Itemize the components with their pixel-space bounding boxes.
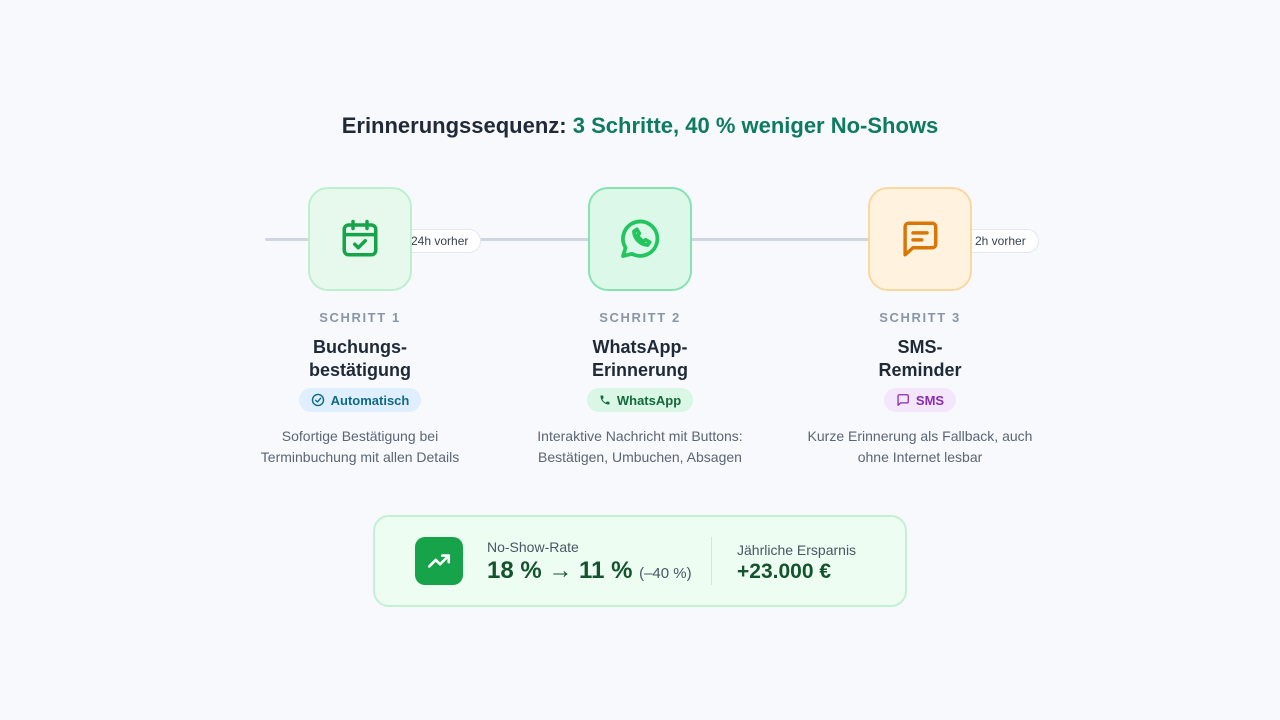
savings-value: +23.000 € bbox=[737, 560, 832, 583]
step-3-badge-label: SMS bbox=[915, 392, 945, 408]
page-title-prefix: Erinnerungssequenz: bbox=[341, 113, 567, 138]
no-show-rate-label: No-Show-Rate bbox=[487, 539, 579, 555]
step-2-title-line1: WhatsApp- bbox=[592, 337, 688, 357]
summary-icon-box bbox=[415, 537, 463, 585]
step-2-icon-box bbox=[588, 187, 692, 291]
step-1-label: SCHRITT 1 bbox=[319, 310, 401, 325]
step-2-label: SCHRITT 2 bbox=[599, 310, 681, 325]
step-3: SCHRITT 3 SMS- Reminder SMS Kurze Erinne… bbox=[780, 310, 1060, 468]
step-2-description: Interaktive Nachricht mit Buttons: Bestä… bbox=[500, 426, 780, 468]
check-circle-icon bbox=[311, 393, 324, 407]
page-title-accent: 3 Schritte, 40 % weniger No-Shows bbox=[572, 113, 939, 138]
timing-pill-2h: 2h vorher bbox=[962, 229, 1039, 253]
step-1-badge: Automatisch bbox=[298, 388, 422, 412]
summary-card: No-Show-Rate 18 % → 11 % (–40 %) Jährlic… bbox=[373, 515, 907, 607]
no-show-rate-change: 18 % → 11 % bbox=[487, 557, 633, 584]
step-1-title-line1: Buchungs- bbox=[313, 337, 407, 357]
step-3-desc-line2: ohne Internet lesbar bbox=[857, 449, 983, 465]
message-text-icon bbox=[903, 221, 938, 257]
step-1-icon-box bbox=[308, 187, 412, 291]
no-show-rate-delta: (–40 %) bbox=[639, 565, 692, 582]
trending-up-icon bbox=[427, 554, 451, 568]
step-1-title-line2: bestätigung bbox=[309, 360, 411, 380]
page-title: Erinnerungssequenz: 3 Schritte, 40 % wen… bbox=[0, 113, 1280, 139]
step-2-desc-line2: Bestätigen, Umbuchen, Absagen bbox=[538, 449, 742, 465]
step-2-desc-line1: Interaktive Nachricht mit Buttons: bbox=[537, 428, 743, 444]
step-3-title-line1: SMS- bbox=[897, 337, 943, 357]
step-3-title-line2: Reminder bbox=[878, 360, 962, 380]
step-2-title-line2: Erinnerung bbox=[591, 360, 688, 380]
step-3-label: SCHRITT 3 bbox=[879, 310, 961, 325]
step-2-badge: WhatsApp bbox=[586, 388, 694, 412]
phone-icon bbox=[600, 395, 610, 405]
step-1-desc-line1: Sofortige Bestätigung bei bbox=[281, 428, 439, 444]
step-3-desc-line1: Kurze Erinnerung als Fallback, auch bbox=[807, 428, 1033, 444]
step-3-icon-box bbox=[868, 187, 972, 291]
message-square-icon bbox=[897, 394, 909, 406]
calendar-check-icon bbox=[342, 219, 378, 257]
step-3-title: SMS- Reminder bbox=[780, 336, 1060, 382]
step-3-badge: SMS bbox=[883, 388, 957, 412]
step-1-title: Buchungs- bestätigung bbox=[220, 336, 500, 382]
step-1-description: Sofortige Bestätigung bei Terminbuchung … bbox=[220, 426, 500, 468]
step-1: SCHRITT 1 Buchungs- bestätigung Automati… bbox=[220, 310, 500, 468]
step-2-badge-label: WhatsApp bbox=[616, 392, 682, 408]
step-3-description: Kurze Erinnerung als Fallback, auch ohne… bbox=[780, 426, 1060, 468]
savings-label: Jährliche Ersparnis bbox=[737, 542, 857, 558]
no-show-rate-value: 18 % → 11 % (–40 %) bbox=[487, 557, 692, 585]
step-1-desc-line2: Terminbuchung mit allen Details bbox=[260, 449, 460, 465]
summary-divider bbox=[711, 537, 712, 585]
step-2-title: WhatsApp- Erinnerung bbox=[500, 336, 780, 382]
step-1-badge-label: Automatisch bbox=[330, 392, 410, 408]
whatsapp-icon bbox=[621, 219, 660, 258]
step-2: SCHRITT 2 WhatsApp- Erinnerung WhatsApp … bbox=[500, 310, 780, 468]
